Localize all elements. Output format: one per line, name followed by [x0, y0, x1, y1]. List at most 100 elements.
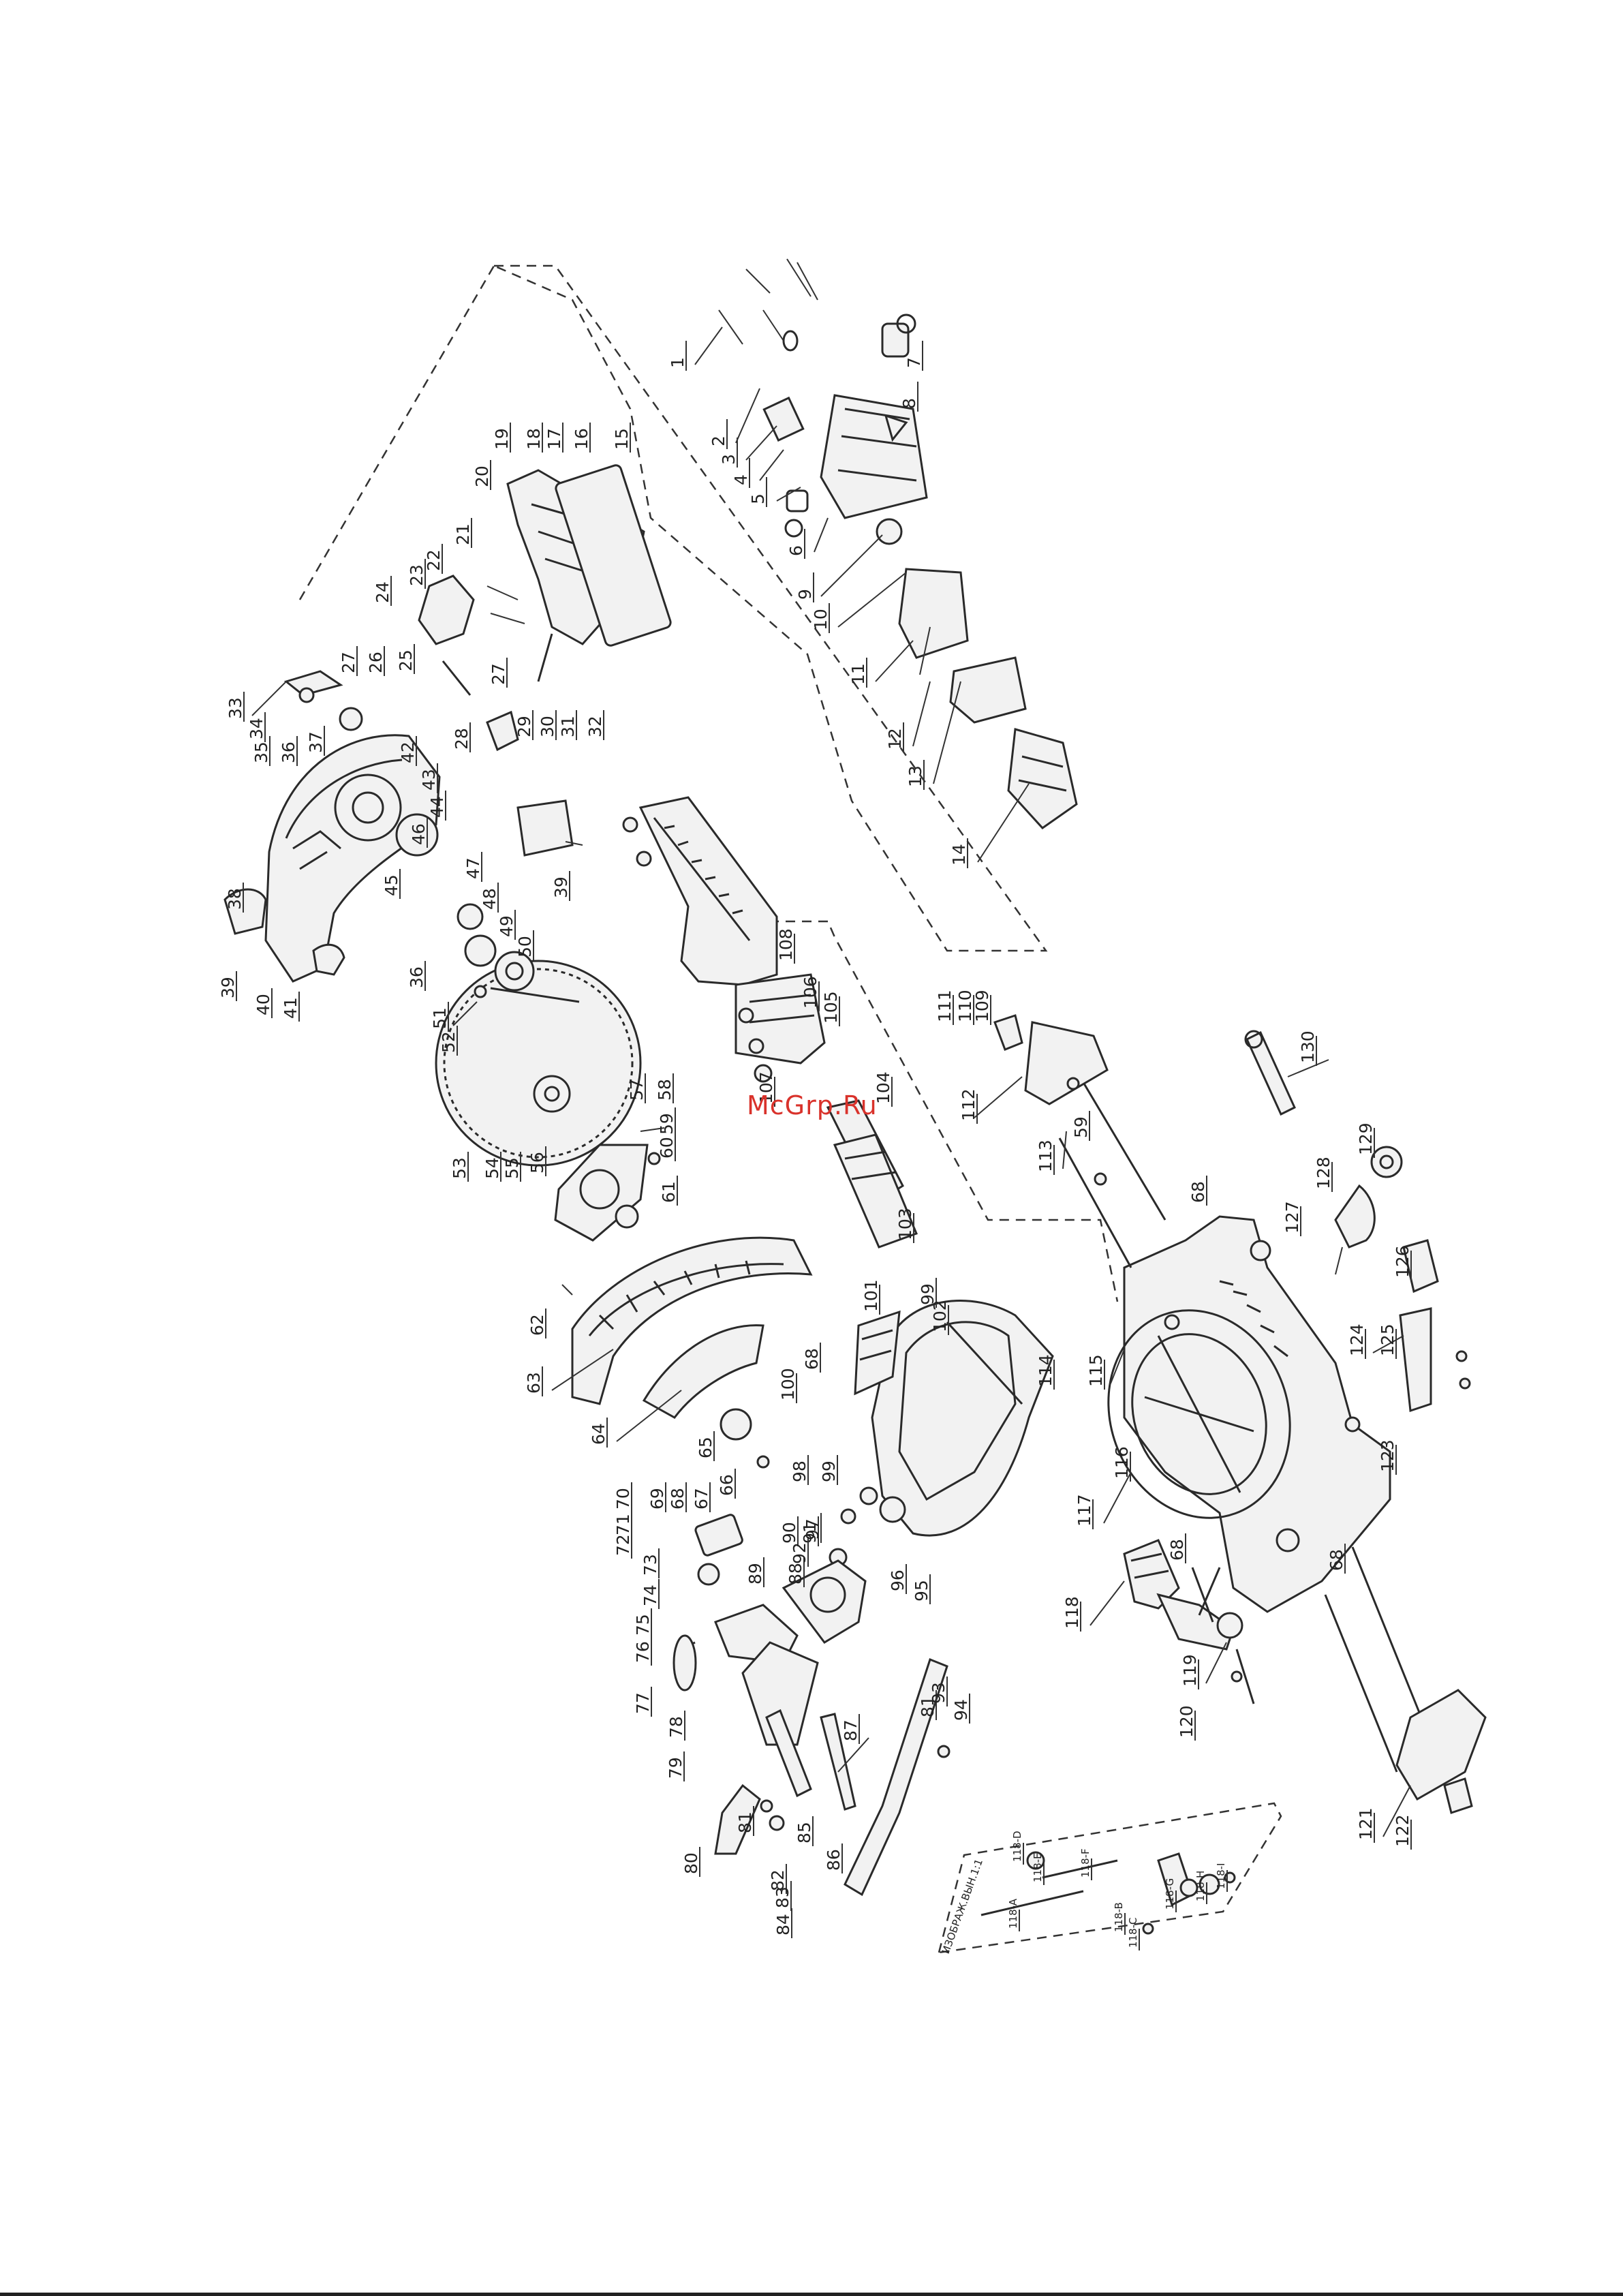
lock-lever: [844, 1658, 950, 1897]
part-number-label: 96: [888, 1570, 908, 1591]
part-number-label: 88: [786, 1563, 805, 1585]
part-number-label: 29: [514, 716, 534, 737]
part-number-label: 59: [657, 1113, 677, 1135]
part-number-label: 16: [572, 428, 591, 450]
part-number-label: 2: [709, 435, 728, 446]
part-number-label: 38: [225, 888, 245, 910]
part-number-label: 93: [929, 1682, 948, 1704]
part-number-label: 56: [527, 1152, 547, 1174]
part-number-label: 54: [482, 1157, 502, 1179]
part-number-label: 103: [895, 1208, 915, 1240]
saw-blade: [435, 960, 642, 1167]
part-number-label: 119: [1180, 1654, 1200, 1687]
part-number-label: 81: [918, 1696, 938, 1717]
part-number-label: 26: [366, 652, 386, 673]
part-number-label: 9: [795, 589, 815, 600]
part-number-label: 30: [538, 716, 557, 737]
part-number-label: 21: [453, 523, 473, 545]
inset-part-label: 118-I: [1215, 1863, 1227, 1889]
part-number-label: 120: [1177, 1705, 1196, 1738]
part-number-label: 65: [696, 1437, 715, 1458]
part-number-label: 33: [226, 697, 245, 719]
part-number-label: 11: [848, 663, 868, 685]
part-number-label: 57: [627, 1079, 647, 1101]
watermark-text: McGrp.Ru: [747, 1090, 878, 1120]
part-number-label: 92: [790, 1542, 809, 1564]
part-number-label: 19: [492, 428, 512, 450]
part-number-label: 113: [1036, 1139, 1055, 1172]
part-number-label: 15: [612, 428, 632, 450]
part-number-label: 34: [247, 718, 266, 739]
part-number-label: 14: [949, 844, 969, 866]
part-number-label: 81: [735, 1811, 755, 1833]
part-number-label: 71: [613, 1514, 633, 1535]
part-number-label: 27: [489, 663, 508, 685]
part-number-label: 6: [786, 545, 806, 556]
part-number-labels: 1234567891011121314151617181920212223242…: [218, 341, 1412, 1938]
fence-and-scale: [622, 796, 826, 1083]
part-number-label: 112: [959, 1088, 978, 1121]
inset-part-label: 118-A: [1007, 1898, 1019, 1929]
part-number-label: 126: [1393, 1245, 1412, 1278]
part-number-label: 80: [681, 1852, 701, 1874]
part-number-label: 25: [396, 649, 416, 671]
part-number-label: 55: [502, 1157, 522, 1179]
part-number-label: 46: [409, 823, 429, 845]
lower-blade-guard: [561, 1236, 813, 1469]
part-number-label: 43: [419, 769, 439, 791]
part-number-label: 60: [657, 1137, 677, 1159]
part-number-label: 47: [463, 857, 483, 879]
part-number-label: 99: [819, 1460, 839, 1482]
part-number-label: 68: [802, 1348, 822, 1370]
part-number-label: 17: [544, 428, 564, 450]
part-number-label: 115: [1086, 1354, 1106, 1387]
part-number-label: 130: [1298, 1030, 1318, 1063]
part-number-label: 101: [861, 1279, 881, 1312]
part-number-label: 111: [935, 990, 955, 1022]
part-number-label: 3: [719, 454, 739, 465]
part-number-label: 64: [589, 1423, 608, 1445]
part-number-label: 128: [1314, 1157, 1333, 1189]
gear-case: [554, 1127, 665, 1242]
table-insert-plates: [826, 1099, 918, 1249]
part-number-label: 123: [1378, 1439, 1397, 1472]
part-number-label: 70: [613, 1488, 633, 1510]
part-number-label: 28: [452, 728, 472, 750]
part-number-label: 110: [955, 990, 975, 1022]
part-number-label: 1: [668, 357, 687, 368]
part-number-label: 107: [756, 1071, 776, 1104]
part-number-label: 117: [1075, 1494, 1094, 1527]
part-number-label: 108: [776, 928, 796, 961]
inset-part-label: 118-D: [1011, 1831, 1023, 1862]
part-number-label: 24: [373, 581, 392, 603]
part-number-label: 23: [407, 564, 427, 586]
part-number-label: 52: [439, 1031, 459, 1053]
clamp-hardware: [1244, 1030, 1471, 1433]
part-number-label: 90: [779, 1522, 799, 1544]
base-casting: [1107, 1215, 1391, 1613]
part-number-label: 68: [668, 1488, 687, 1510]
part-number-label: 105: [821, 991, 841, 1024]
part-number-label: 99: [918, 1283, 938, 1305]
part-number-label: 94: [951, 1699, 971, 1721]
leader-lines: [251, 326, 1411, 1837]
part-number-label: 41: [281, 997, 300, 1019]
part-number-label: 39: [218, 977, 238, 998]
arbor-parts: [457, 799, 583, 998]
part-number-label: 31: [558, 716, 578, 737]
part-number-label: 12: [885, 728, 905, 750]
part-number-label: 104: [874, 1071, 893, 1104]
part-number-label: 102: [930, 1300, 950, 1332]
part-number-label: 106: [801, 976, 820, 1009]
part-number-label: 83: [773, 1886, 792, 1908]
part-number-label: 37: [306, 731, 326, 753]
part-number-label: 67: [692, 1488, 711, 1510]
part-number-label: 125: [1378, 1323, 1397, 1356]
motor-group-dashed-outline: [493, 264, 1048, 952]
part-number-label: 97: [803, 1518, 822, 1540]
part-number-label: 75: [633, 1614, 653, 1636]
inset-caption: ИЗОБРАЖ.ВЫН.1:1: [940, 1857, 985, 1955]
part-number-label: 58: [655, 1079, 675, 1101]
